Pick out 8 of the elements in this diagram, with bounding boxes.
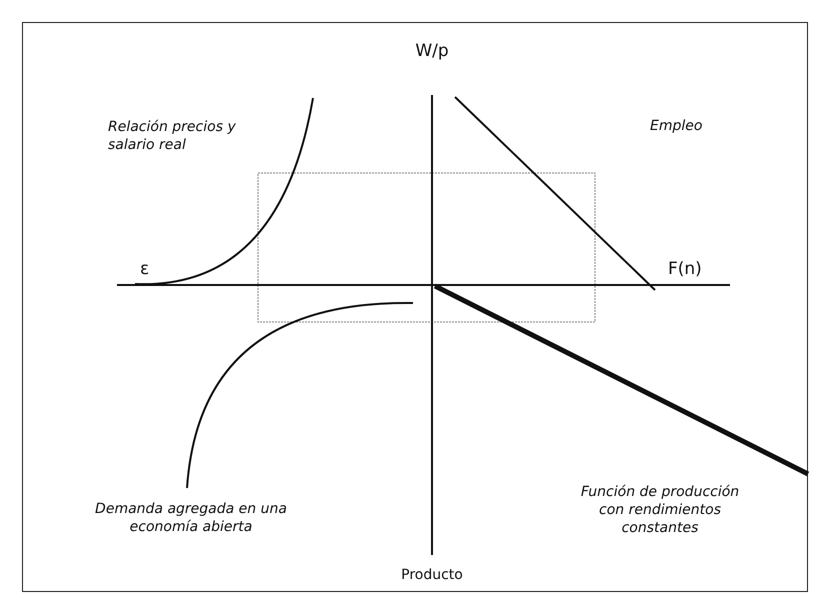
curve-label: Función de producción con rendimientos constantes (580, 483, 740, 538)
axis-label: ε (140, 258, 150, 280)
curve-label: Relación precios y salario real (108, 118, 237, 154)
axis-label: W/p (414, 40, 450, 62)
axis-label: Producto (400, 566, 464, 584)
quadrant-label: Empleo (650, 117, 704, 136)
curve-label: Demanda agregada en una economía abierta (94, 500, 288, 536)
axis-label: F(n) (668, 258, 703, 280)
